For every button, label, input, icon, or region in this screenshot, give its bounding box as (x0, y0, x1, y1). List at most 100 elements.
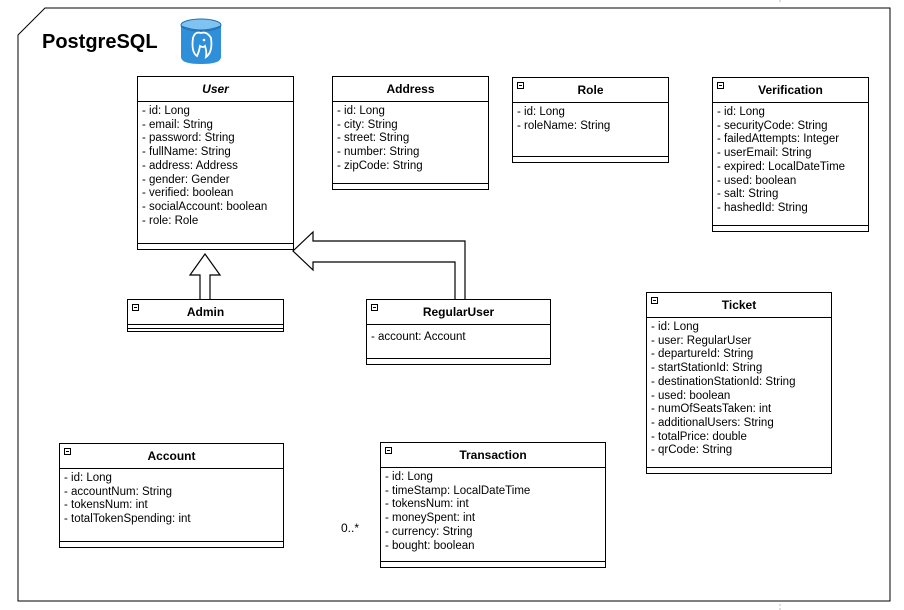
class-attribute: - id: Long (517, 106, 565, 118)
class-attribute: - userEmail: String (717, 147, 812, 160)
class-attribute: - startStationId: String (651, 362, 763, 375)
class-attribute: - expired: LocalDateTime (717, 160, 846, 173)
class-verification-divider (713, 225, 868, 226)
admin-generalization-arrow (188, 252, 222, 300)
class-attribute: - bought: boolean (385, 539, 475, 552)
class-attribute: - departureId: String (651, 348, 754, 361)
class-address-name: Address (333, 77, 488, 102)
class-attribute: - email: String (142, 118, 213, 131)
class-attribute: - securityCode: String (717, 119, 828, 132)
class-attribute: - moneySpent: int (385, 512, 476, 525)
class-ticket[interactable]: Ticket - id: Long- user: RegularUser- de… (646, 292, 832, 474)
class-user-attributes: - id: Long- email: String- password: Str… (138, 102, 293, 228)
collapse-icon[interactable] (371, 304, 378, 311)
class-attribute: - totalTokenSpending: int (64, 513, 191, 526)
class-attribute: - tokensNum: int (385, 498, 469, 511)
regularuser-generalization-arrow (292, 230, 466, 300)
class-verification-name: Verification (713, 78, 868, 103)
collapse-icon[interactable] (385, 447, 392, 454)
class-attribute: - tokensNum: int (64, 499, 148, 512)
collapse-icon[interactable] (717, 82, 724, 89)
class-attribute: - number: String (337, 146, 420, 159)
class-attribute: - used: boolean (651, 389, 731, 402)
class-transaction[interactable]: Transaction - id: Long- timeStamp: Local… (380, 442, 606, 568)
class-attribute: - account: Account (371, 331, 466, 343)
class-attribute: - id: Long (142, 105, 190, 117)
package-title: PostgreSQL (42, 31, 158, 53)
class-attribute: - used: boolean (717, 174, 797, 187)
class-ticket-attributes: - id: Long- user: RegularUser- departure… (647, 318, 831, 458)
class-attribute: - hashedId: String (717, 201, 808, 214)
class-regularuser-attributes: - account: Account (367, 325, 550, 345)
class-attribute: - fullName: String (142, 146, 231, 159)
class-attribute: - verified: boolean (142, 187, 234, 200)
class-verification-attributes: - id: Long- securityCode: String- failed… (713, 103, 868, 216)
class-attribute: - timeStamp: LocalDateTime (385, 484, 531, 497)
class-account-divider (60, 541, 283, 542)
class-attribute: - zipCode: String (337, 159, 423, 172)
class-address[interactable]: Address - id: Long- city: String- street… (332, 76, 489, 190)
class-attribute: - id: Long (337, 105, 385, 117)
class-role[interactable]: Role - id: Long- roleName: String (512, 77, 669, 163)
class-account-attributes: - id: Long- accountNum: String- tokensNu… (60, 469, 283, 527)
class-ticket-divider (647, 467, 831, 468)
class-attribute: - id: Long (64, 472, 112, 484)
class-attribute: - socialAccount: boolean (142, 200, 268, 213)
class-attribute: - user: RegularUser (651, 334, 752, 347)
class-attribute: - password: String (142, 132, 235, 145)
class-transaction-attributes: - id: Long- timeStamp: LocalDateTime- to… (381, 468, 605, 553)
class-attribute: - numOfSeatsTaken: int (651, 403, 772, 416)
multiplicity-label: 0..* (341, 521, 360, 535)
class-attribute: - id: Long (651, 321, 699, 333)
collapse-icon[interactable] (651, 297, 658, 304)
class-attribute: - accountNum: String (64, 485, 173, 498)
class-verification-title: Verification (758, 83, 823, 97)
class-ticket-title: Ticket (721, 298, 757, 312)
class-role-divider (513, 156, 668, 157)
class-account-title: Account (147, 449, 196, 463)
postgresql-database-icon (179, 16, 223, 71)
class-address-divider (333, 183, 488, 184)
class-verification[interactable]: Verification - id: Long- securityCode: S… (712, 77, 869, 232)
class-regularuser[interactable]: RegularUser - account: Account (366, 299, 551, 365)
class-attribute: - gender: Gender (142, 173, 230, 186)
class-attribute: - qrCode: String (651, 444, 733, 457)
class-attribute: - totalPrice: double (651, 430, 747, 443)
class-admin-name: Admin (128, 300, 283, 325)
class-user-name: User (138, 77, 293, 102)
class-ticket-name: Ticket (647, 293, 831, 318)
collapse-icon[interactable] (64, 448, 71, 455)
class-attribute: - city: String (337, 118, 398, 131)
class-admin-divider (128, 328, 283, 329)
class-admin[interactable]: Admin (127, 299, 284, 332)
class-role-title: Role (577, 83, 604, 97)
collapse-icon[interactable] (132, 304, 139, 311)
class-attribute: - address: Address (142, 159, 238, 172)
class-regularuser-title: RegularUser (422, 305, 495, 319)
class-attribute: - currency: String (385, 525, 473, 538)
class-account[interactable]: Account - id: Long- accountNum: String- … (59, 443, 284, 548)
class-role-name: Role (513, 78, 668, 103)
class-regularuser-divider (367, 358, 550, 359)
class-transaction-title: Transaction (459, 448, 527, 462)
class-attribute: - destinationStationId: String (651, 375, 796, 388)
class-user[interactable]: User - id: Long- email: String- password… (137, 76, 294, 250)
class-attribute: - roleName: String (517, 119, 611, 132)
class-regularuser-name: RegularUser (367, 300, 550, 325)
class-role-attributes: - id: Long- roleName: String (513, 103, 668, 133)
class-transaction-name: Transaction (381, 443, 605, 468)
class-attribute: - role: Role (142, 214, 199, 227)
class-attribute: - id: Long (717, 106, 765, 118)
collapse-icon[interactable] (517, 82, 524, 89)
class-account-name: Account (60, 444, 283, 469)
class-attribute: - street: String (337, 132, 410, 145)
class-attribute: - id: Long (385, 471, 433, 483)
class-attribute: - salt: String (717, 188, 779, 201)
class-admin-title: Admin (186, 305, 225, 319)
class-user-divider (138, 243, 293, 244)
class-attribute: - additionalUsers: String (651, 416, 774, 429)
class-transaction-divider (381, 561, 605, 562)
class-address-attributes: - id: Long- city: String- street: String… (333, 102, 488, 174)
class-attribute: - failedAttempts: Integer (717, 133, 840, 146)
